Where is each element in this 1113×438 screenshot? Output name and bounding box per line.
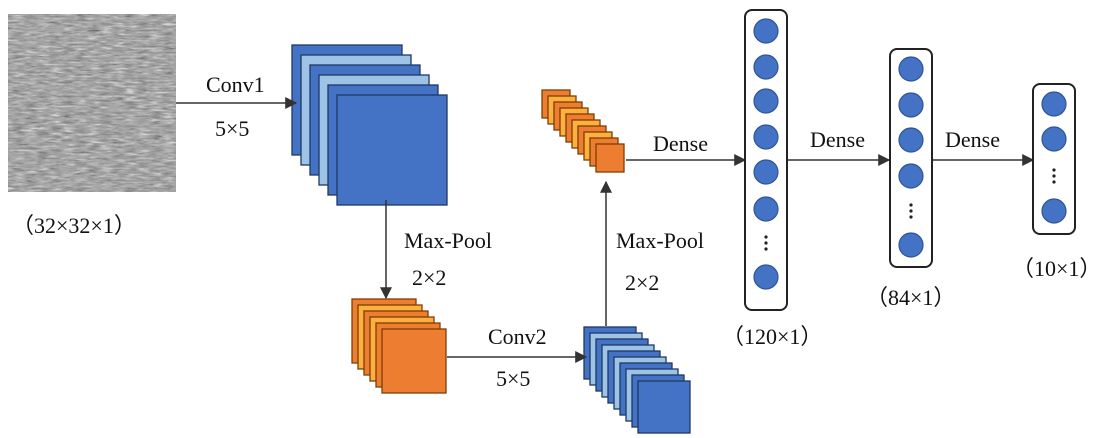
pool1-label: Max-Pool [404,228,492,253]
input-image [8,14,176,192]
fc1-neuron [753,54,779,80]
dense-label-1: Dense [653,131,708,156]
conv2-kernel-label: 5×5 [496,366,531,391]
dense-label-3: Dense [945,127,1000,152]
fc1-layer [744,9,788,311]
fc2-neuron [898,232,924,258]
fc2-ellipsis [909,203,913,219]
pool1-kernel-label: 2×2 [412,265,447,290]
fc3-size-label: （10×1） [1012,256,1102,281]
fc1-size-label: （120×1） [722,324,823,349]
conv2-feature-maps [583,326,691,434]
fc3-neuron [1041,198,1067,224]
fc1-neuron [753,264,779,290]
fc3-neuron [1041,126,1067,152]
fc3-ellipsis [1052,168,1056,184]
pool2-kernel-label: 2×2 [625,270,660,295]
fc2-layer [889,48,933,268]
fc3-layer [1032,83,1076,235]
fc2-neuron [898,92,924,118]
conv1-feature-maps [291,44,448,206]
conv1-kernel-label: 5×5 [215,116,250,141]
conv2-label: Conv2 [488,324,547,349]
fc1-neuron [753,88,779,114]
pool2-feature-maps [541,89,625,173]
conv1-label: Conv1 [206,72,265,97]
pool2-map-10 [595,143,625,173]
pool1-map-6 [381,328,447,394]
fc2-neuron [898,163,924,189]
fc2-size-label: （84×1） [866,285,956,310]
fc2-neuron [898,127,924,153]
input-size-label: （32×32×1） [12,213,136,238]
fc2-neuron [898,56,924,82]
fc3-neuron [1041,91,1067,117]
pool1-feature-maps [351,298,447,394]
conv1-map-6 [336,94,448,206]
fc1-neuron [753,196,779,222]
pool2-label: Max-Pool [616,228,704,253]
dense-label-2: Dense [810,127,865,152]
fc1-neuron [753,159,779,185]
conv2-map-10 [637,380,691,434]
fc1-neuron [753,18,779,44]
fc1-neuron [753,124,779,150]
fc1-ellipsis [764,235,768,251]
